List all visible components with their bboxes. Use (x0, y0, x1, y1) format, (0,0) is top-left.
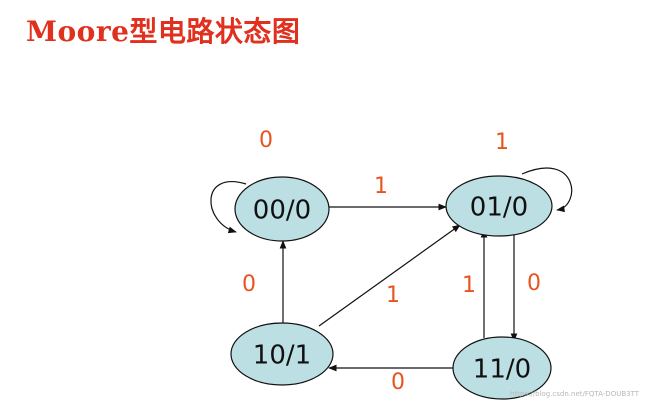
state-label: 01/0 (470, 193, 528, 223)
transition-10-01 (318, 224, 461, 327)
transition-label: 0 (391, 370, 405, 395)
state-01: 01/0 (445, 175, 553, 237)
transition-label: 0 (242, 272, 256, 297)
transition-label: 1 (495, 130, 509, 155)
state-11: 11/0 (452, 336, 552, 400)
transition-label: 1 (386, 283, 400, 308)
state-00: 00/0 (234, 176, 330, 242)
transition-01-01 (521, 167, 573, 213)
state-label: 11/0 (473, 355, 531, 385)
transition-label: 0 (527, 271, 541, 296)
transition-label: 1 (462, 273, 476, 298)
state-10: 10/1 (230, 322, 334, 386)
transition-label: 0 (259, 128, 273, 153)
state-label: 10/1 (253, 341, 311, 371)
watermark-text: https://blog.csdn.net/FQTA-DOUB3TT (510, 390, 640, 398)
diagram-title: Moore型电路状态图 (26, 15, 301, 48)
state-label: 00/0 (253, 196, 311, 226)
transition-00-00 (210, 181, 247, 234)
transition-label: 1 (374, 174, 388, 199)
